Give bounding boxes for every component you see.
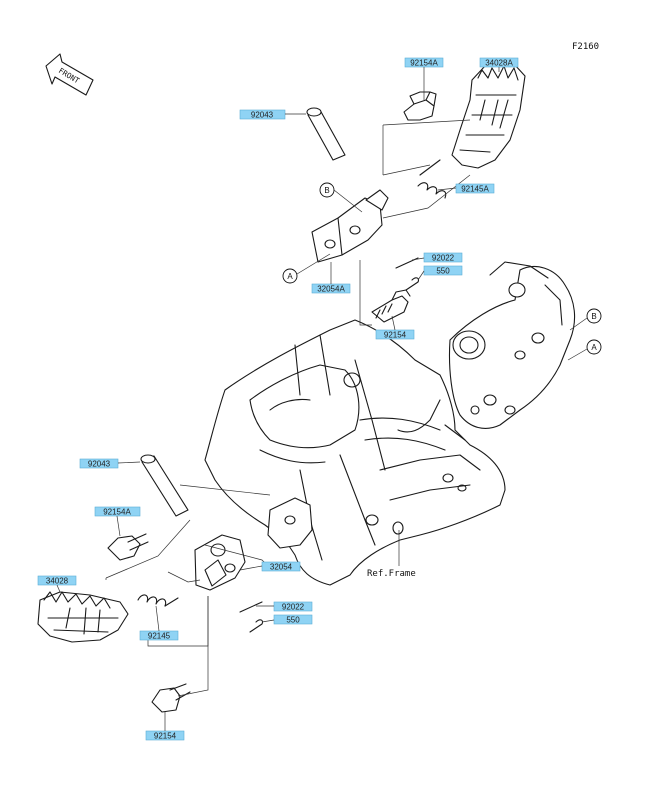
- callout-b-top: B: [319, 182, 363, 213]
- lower-footpeg-assembly: [37, 454, 313, 713]
- spring-icon: [137, 594, 179, 607]
- part-label: 32054A: [311, 262, 351, 294]
- part-label: 34028A: [479, 57, 519, 72]
- part-label: 92022: [411, 252, 463, 263]
- svg-text:92145A: 92145A: [461, 185, 489, 194]
- part-label: 92154: [375, 315, 415, 340]
- footpeg-icon: [37, 591, 129, 643]
- bolt-icon: [151, 683, 191, 713]
- part-label: 92145: [139, 605, 179, 641]
- part-label: 34028: [37, 575, 77, 593]
- part-label: 92022: [256, 601, 313, 612]
- svg-text:92043: 92043: [251, 111, 274, 120]
- part-label: 550: [417, 265, 463, 281]
- callout-a-right: A: [567, 339, 602, 361]
- callout-b-right: B: [569, 308, 602, 331]
- svg-text:A: A: [591, 343, 597, 352]
- svg-text:34028: 34028: [46, 577, 69, 586]
- part-label: 92154A: [94, 506, 141, 537]
- diagram-code: F2160: [572, 42, 599, 52]
- svg-text:550: 550: [286, 616, 300, 625]
- svg-text:32054A: 32054A: [317, 285, 345, 294]
- svg-text:B: B: [591, 312, 596, 321]
- frame-mount-icon: [267, 497, 313, 549]
- svg-text:92154A: 92154A: [410, 59, 438, 68]
- svg-text:34028A: 34028A: [485, 59, 513, 68]
- svg-text:92022: 92022: [432, 254, 455, 263]
- svg-text:92154: 92154: [384, 331, 407, 340]
- bolt-icon: [403, 91, 437, 121]
- part-label: 92145A: [437, 183, 495, 194]
- part-label: 92043: [79, 458, 141, 469]
- part-label: 550: [261, 614, 313, 625]
- part-label: 92043: [239, 109, 306, 120]
- svg-text:32054: 32054: [270, 563, 293, 572]
- callout-a-top: A: [282, 253, 331, 284]
- svg-text:550: 550: [436, 267, 450, 276]
- part-label: 32054: [239, 561, 301, 572]
- part-label: 92154: [145, 712, 185, 741]
- part-label: 92154A: [404, 57, 444, 100]
- pin-icon: [140, 454, 189, 517]
- svg-text:92043: 92043: [88, 460, 111, 469]
- svg-text:B: B: [324, 186, 329, 195]
- frame-structure: [204, 261, 576, 586]
- svg-text:92022: 92022: [282, 603, 305, 612]
- pin-icon: [306, 107, 346, 161]
- svg-text:92145: 92145: [148, 632, 171, 641]
- bolt-icon: [371, 289, 411, 323]
- spring-icon: [417, 159, 447, 199]
- svg-text:A: A: [287, 272, 293, 281]
- bolt-icon: [107, 533, 149, 561]
- footpeg-icon: [451, 63, 526, 169]
- svg-text:92154A: 92154A: [103, 508, 131, 517]
- footpeg-bracket-icon: [194, 534, 246, 591]
- upper-footpeg-assembly: [306, 63, 526, 326]
- ref-frame-label: Ref.Frame: [367, 569, 416, 579]
- front-arrow-icon: FRONT: [45, 53, 94, 96]
- svg-text:92154: 92154: [154, 732, 177, 741]
- footpeg-bracket-icon: [311, 189, 389, 263]
